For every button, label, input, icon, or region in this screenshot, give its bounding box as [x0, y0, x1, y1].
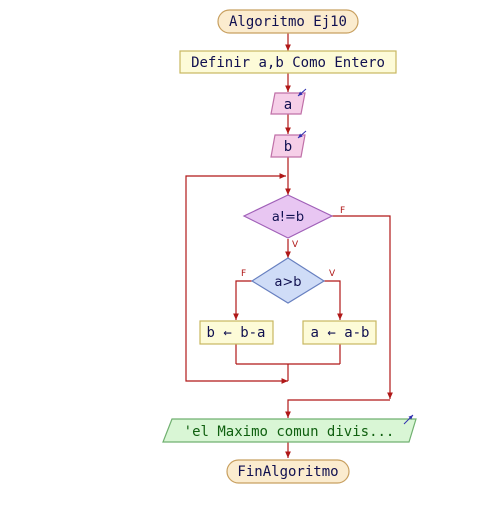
if-decision: [250, 257, 326, 304]
while-false-label: F: [340, 206, 345, 216]
while-true-label: V: [292, 240, 299, 250]
if-false-label: F: [241, 269, 246, 279]
define-process: [179, 50, 397, 74]
assign-a-label: a ← a-b: [310, 325, 369, 341]
read-b-input: [270, 134, 306, 158]
assign-a-process: [302, 320, 377, 345]
read-b-label: b: [284, 139, 292, 155]
while-condition-label: a!=b: [272, 210, 304, 225]
start-terminal-label: Algoritmo Ej10: [229, 14, 347, 30]
read-a-input: [270, 92, 306, 115]
if-condition-label: a>b: [274, 275, 301, 290]
read-a-label: a: [284, 97, 292, 113]
if-true-label: V: [329, 269, 336, 279]
assign-b-label: b ← b-a: [206, 325, 265, 341]
assign-b-process: [199, 320, 274, 345]
output-write: [162, 418, 417, 443]
start-terminal: [217, 9, 359, 34]
end-terminal-label: FinAlgoritmo: [237, 464, 338, 480]
edge-loop-back: [185, 173, 288, 384]
read-a-input-arrow-icon: [297, 88, 307, 97]
define-process-label: Definir a,b Como Entero: [191, 55, 385, 71]
edge-if-true: [324, 280, 343, 320]
output-arrow-icon: [403, 414, 414, 425]
edge-exit-join: [285, 399, 390, 418]
read-b-input-arrow-icon: [297, 130, 307, 139]
end-terminal: [226, 459, 350, 484]
output-label: 'el Maximo comun divis...: [184, 424, 395, 440]
edge-while-false: [332, 215, 393, 399]
edge-if-false: [233, 280, 252, 320]
while-decision: [242, 194, 334, 239]
connectors: [185, 33, 393, 458]
